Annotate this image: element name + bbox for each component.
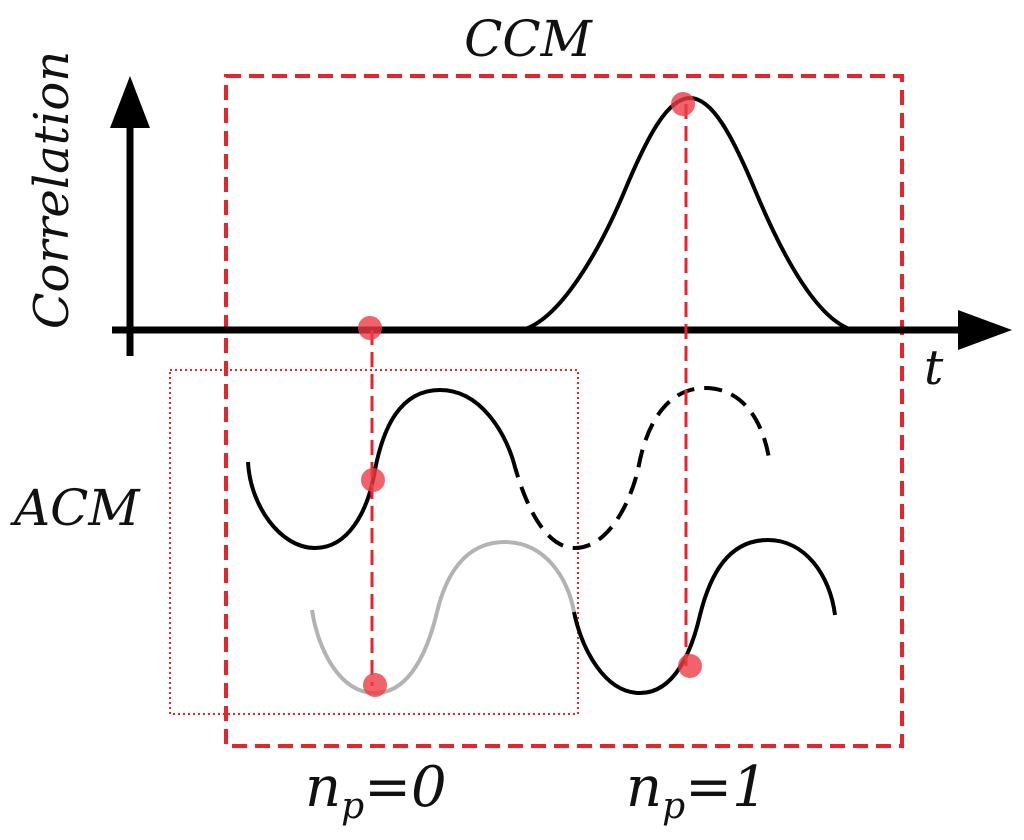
marker-peak-np1 <box>671 92 695 116</box>
reference-signal-solid <box>246 387 515 551</box>
y-axis-arrowhead <box>110 76 150 128</box>
np1-variable: n <box>626 755 662 820</box>
x-axis-arrowhead <box>958 310 1012 350</box>
np0-value: =0 <box>364 755 447 820</box>
shifted-signal-gray <box>310 539 576 696</box>
ccm-region-box <box>224 74 904 748</box>
y-axis-label: Correlation <box>24 51 80 329</box>
marker-reference-np0 <box>361 468 385 492</box>
reference-signal-dashed <box>511 385 772 551</box>
marker-shifted-np0 <box>363 673 387 697</box>
marker-axis-np0 <box>358 316 382 340</box>
ccm-label: CCM <box>464 10 594 68</box>
np1-subscript: p <box>662 786 685 827</box>
shifted-signal-black <box>572 537 837 696</box>
np0-label: np=0 <box>305 755 447 827</box>
np0-subscript: p <box>341 786 364 827</box>
np0-variable: n <box>305 755 341 820</box>
x-axis-label: t <box>924 340 944 396</box>
acm-label: ACM <box>10 479 141 537</box>
np1-value: =1 <box>685 755 768 820</box>
marker-shifted-np1 <box>678 654 702 678</box>
np1-label: np=1 <box>626 755 768 827</box>
acm-region-box <box>169 369 579 715</box>
